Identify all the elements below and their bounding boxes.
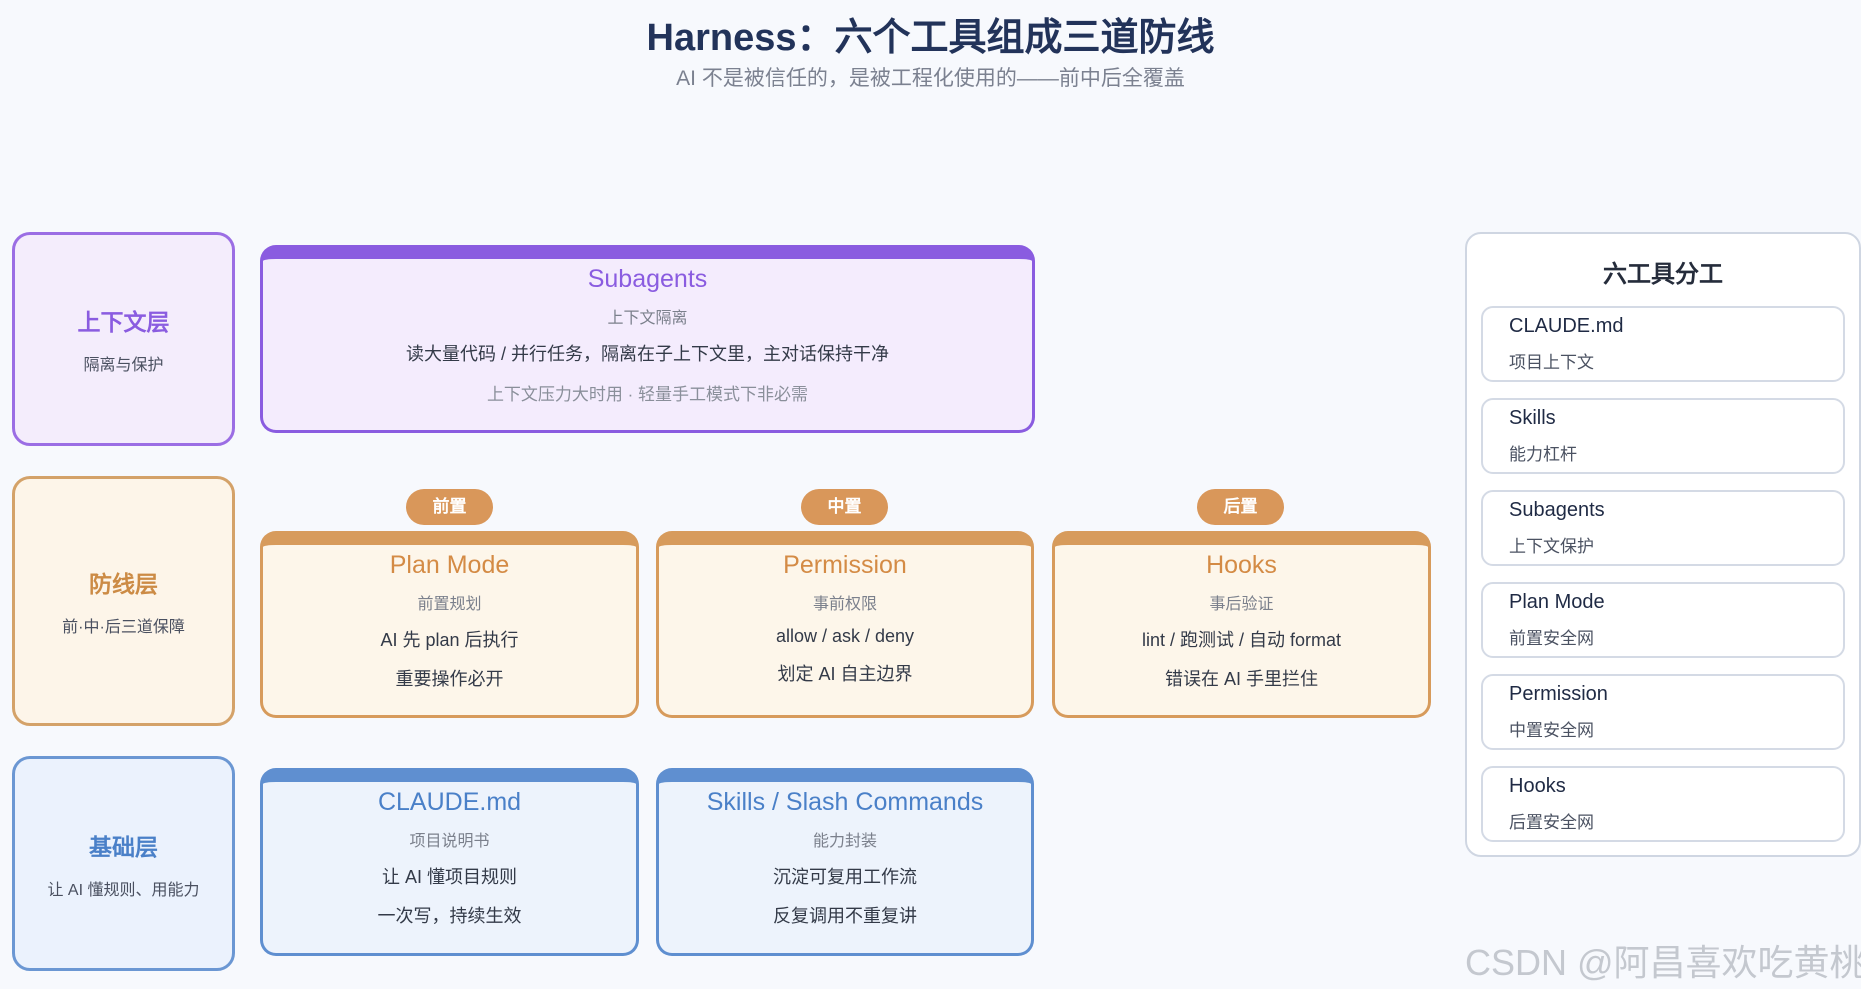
layer-base: 基础层 让 AI 懂规则、用能力 xyxy=(12,756,235,971)
card-plan-mode: Plan Mode 前置规划 AI 先 plan 后执行 重要操作必开 xyxy=(260,531,639,718)
card-subagents-subtitle: 上下文隔离 xyxy=(607,310,688,327)
layer-base-name: 基础层 xyxy=(89,833,158,860)
panel-item-desc: 前置安全网 xyxy=(1509,629,1594,648)
panel-item-name: Plan Mode xyxy=(1509,591,1605,613)
card-hooks-line1: lint / 跑测试 / 自动 format xyxy=(1141,630,1342,650)
panel-item-desc: 中置安全网 xyxy=(1509,721,1594,740)
panel-item-claude-md: CLAUDE.md 项目上下文 xyxy=(1481,306,1845,382)
card-plan-mode-subtitle: 前置规划 xyxy=(417,596,482,613)
panel-item-plan-mode: Plan Mode 前置安全网 xyxy=(1481,582,1845,658)
panel-item-name: Subagents xyxy=(1509,499,1605,521)
layer-context-name: 上下文层 xyxy=(77,309,170,335)
diagram-title: Harness：六个工具组成三道防线 xyxy=(646,17,1215,59)
card-plan-mode-title: Plan Mode xyxy=(389,551,510,579)
card-skills: Skills / Slash Commands 能力封装 沉淀可复用工作流 反复… xyxy=(656,768,1034,956)
card-permission-line2: 划定 AI 自主边界 xyxy=(777,664,913,684)
card-claude-md: CLAUDE.md 项目说明书 让 AI 懂项目规则 一次写，持续生效 xyxy=(260,768,639,956)
card-plan-mode-line2: 重要操作必开 xyxy=(395,669,504,689)
card-permission-subtitle: 事前权限 xyxy=(812,596,877,613)
card-subagents-title: Subagents xyxy=(587,265,708,293)
card-permission-title: Permission xyxy=(783,551,907,579)
card-permission-line1: allow / ask / deny xyxy=(775,626,915,646)
panel-title: 六工具分工 xyxy=(1603,261,1723,288)
card-claude-md-title: CLAUDE.md xyxy=(377,788,522,816)
card-subagents-line1: 读大量代码 / 并行任务，隔离在子上下文里，主对话保持干净 xyxy=(405,344,889,364)
panel-item-name: CLAUDE.md xyxy=(1509,315,1624,337)
card-hooks-subtitle: 事后验证 xyxy=(1209,596,1274,613)
card-subagents-note: 上下文压力大时用 · 轻量手工模式下非必需 xyxy=(486,385,809,404)
panel-item-permission: Permission 中置安全网 xyxy=(1481,674,1845,750)
panel-item-desc: 后置安全网 xyxy=(1509,813,1594,832)
card-claude-md-line2: 一次写，持续生效 xyxy=(377,906,522,926)
panel-item-name: Hooks xyxy=(1509,775,1566,797)
card-skills-subtitle: 能力封装 xyxy=(812,833,877,850)
panel-item-skills: Skills 能力杠杆 xyxy=(1481,398,1845,474)
panel-item-subagents: Subagents 上下文保护 xyxy=(1481,490,1845,566)
card-hooks: Hooks 事后验证 lint / 跑测试 / 自动 format 错误在 AI… xyxy=(1052,531,1431,718)
layer-defense-desc: 前·中·后三道保障 xyxy=(62,619,185,636)
watermark: CSDN @阿昌喜欢吃黄桃 xyxy=(1465,942,1861,983)
panel-item-name: Skills xyxy=(1509,407,1556,429)
layer-defense: 防线层 前·中·后三道保障 xyxy=(12,476,235,726)
layer-context-desc: 隔离与保护 xyxy=(83,357,164,374)
layer-context: 上下文层 隔离与保护 xyxy=(12,232,235,446)
layer-base-desc: 让 AI 懂规则、用能力 xyxy=(47,881,200,899)
panel-item-name: Permission xyxy=(1509,683,1608,705)
tag-pre: 前置 xyxy=(406,489,493,525)
card-claude-md-line1: 让 AI 懂项目规则 xyxy=(381,867,517,887)
panel-item-desc: 上下文保护 xyxy=(1509,537,1594,556)
tag-post: 后置 xyxy=(1197,489,1284,525)
panel-item-desc: 能力杠杆 xyxy=(1509,445,1577,464)
card-skills-line1: 沉淀可复用工作流 xyxy=(773,867,917,887)
tag-mid: 中置 xyxy=(801,489,888,525)
card-skills-title: Skills / Slash Commands xyxy=(706,788,984,816)
card-permission: Permission 事前权限 allow / ask / deny 划定 AI… xyxy=(656,531,1034,718)
card-hooks-line2: 错误在 AI 手里拦住 xyxy=(1164,669,1318,689)
card-claude-md-subtitle: 项目说明书 xyxy=(409,833,490,850)
card-skills-line2: 反复调用不重复讲 xyxy=(773,906,917,926)
card-subagents: Subagents 上下文隔离 读大量代码 / 并行任务，隔离在子上下文里，主对… xyxy=(260,245,1035,433)
diagram-subtitle: AI 不是被信任的，是被工程化使用的——前中后全覆盖 xyxy=(676,67,1185,90)
layer-defense-name: 防线层 xyxy=(89,571,158,597)
card-plan-mode-line1: AI 先 plan 后执行 xyxy=(380,630,519,650)
panel-item-desc: 项目上下文 xyxy=(1509,353,1594,372)
tool-roles-panel: 六工具分工 CLAUDE.md 项目上下文 Skills 能力杠杆 Subage… xyxy=(1465,232,1861,857)
panel-item-hooks: Hooks 后置安全网 xyxy=(1481,766,1845,842)
card-hooks-title: Hooks xyxy=(1206,551,1277,579)
